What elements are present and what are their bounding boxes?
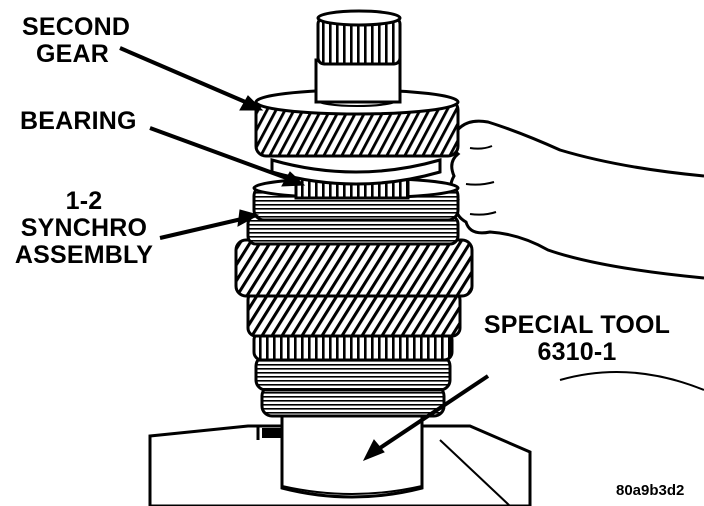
output-shaft (314, 9, 402, 104)
hand (449, 119, 704, 391)
second-gear-label: SECOND GEAR (22, 14, 130, 68)
synchro-label-line2: SYNCHRO (20, 214, 148, 242)
bearing-label: BEARING (20, 107, 137, 135)
synchro-label-line1: 1-2 (65, 187, 103, 215)
large-helical-gears (234, 214, 474, 338)
special-tool-label: SPECIAL TOOL 6310-1 (474, 312, 680, 366)
synchro-assembly-label: 1-2 SYNCHRO ASSEMBLY (6, 188, 162, 269)
lower-synchro-stack (252, 330, 454, 418)
second-gear-label-line1: SECOND (22, 13, 131, 41)
special-tool-label-line1: SPECIAL TOOL (483, 311, 671, 339)
special-tool-cylinder (280, 410, 424, 499)
figure-code: 80a9b3d2 (616, 482, 685, 499)
leader-arrows (119, 46, 490, 461)
second-gear-label-line2: GEAR (36, 40, 110, 68)
synchro-label-line3: ASSEMBLY (14, 241, 154, 269)
special-tool-label-line2: 6310-1 (537, 338, 617, 366)
bearing (270, 158, 442, 200)
second-gear (254, 88, 460, 158)
